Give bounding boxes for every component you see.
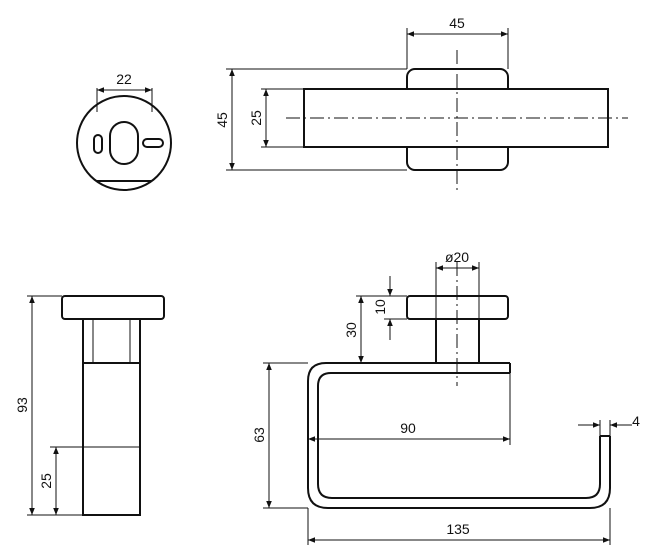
bar-top-view: 45 45 25 bbox=[214, 15, 628, 192]
mounting-plate-top-view: 22 bbox=[76, 71, 172, 191]
dim-63: 63 bbox=[251, 427, 267, 443]
dim-25-side: 25 bbox=[38, 473, 54, 489]
plate-outline bbox=[76, 95, 172, 191]
dim-45-side: 45 bbox=[214, 112, 230, 128]
side-bar bbox=[82, 362, 141, 516]
dim-4: 4 bbox=[632, 413, 640, 429]
side-view: 93 25 bbox=[14, 295, 165, 516]
side-base-plate bbox=[61, 295, 165, 320]
left-slot bbox=[93, 134, 103, 154]
front-view: ø20 10 30 63 90 135 4 bbox=[251, 249, 640, 545]
dim-135: 135 bbox=[446, 521, 470, 537]
dim-30: 30 bbox=[343, 322, 359, 338]
dim-diameter-20: ø20 bbox=[445, 249, 469, 265]
dim-22: 22 bbox=[116, 71, 132, 87]
dim-25-top: 25 bbox=[248, 110, 264, 126]
holder-arm bbox=[307, 362, 611, 509]
right-slot bbox=[142, 138, 164, 148]
dim-93: 93 bbox=[14, 397, 30, 413]
dim-90: 90 bbox=[400, 420, 416, 436]
side-post bbox=[82, 318, 141, 364]
dim-10: 10 bbox=[372, 299, 388, 315]
center-slot bbox=[109, 121, 139, 165]
dim-45-top: 45 bbox=[449, 15, 465, 31]
